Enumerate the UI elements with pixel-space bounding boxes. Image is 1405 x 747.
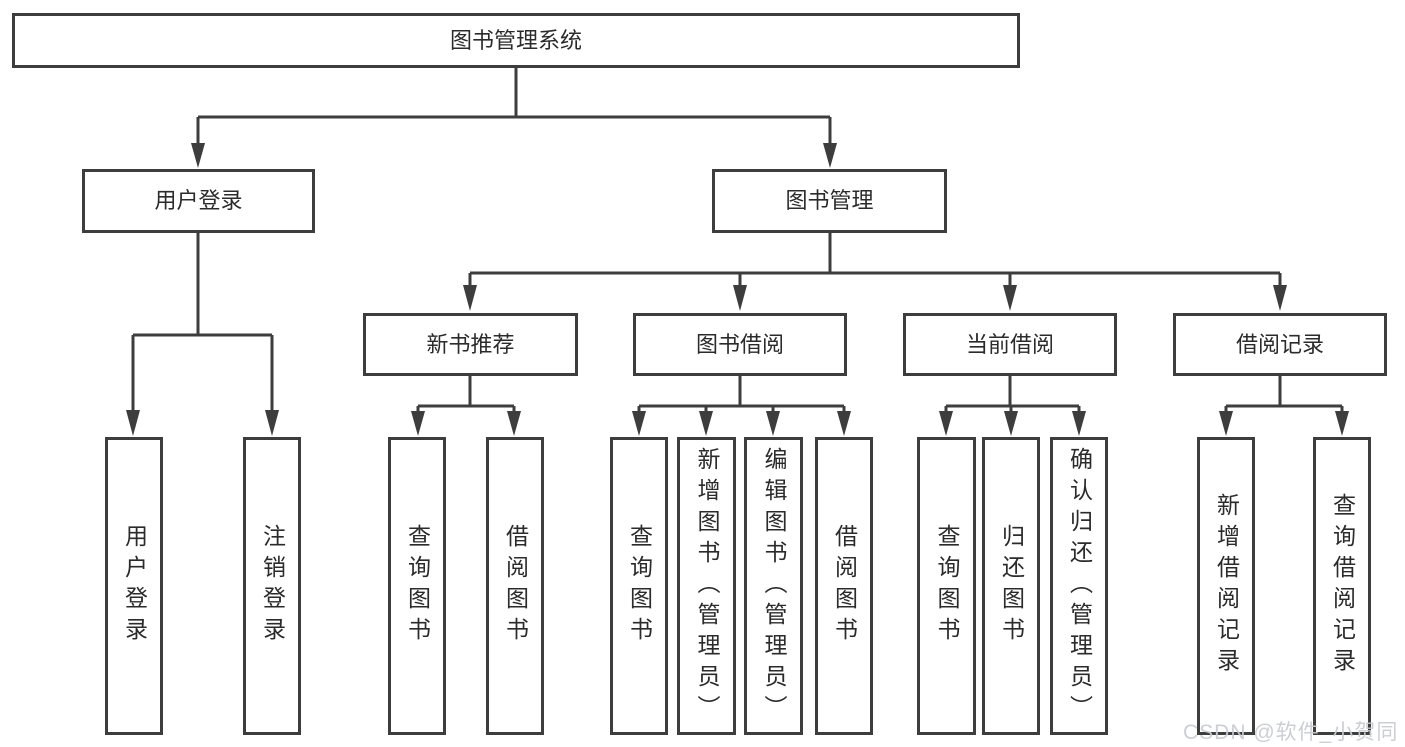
node-leaf-borrow-book-1: 借阅图书 (486, 437, 544, 735)
arrowhead-icon (837, 411, 851, 436)
arrowhead-icon (766, 411, 780, 436)
node-leaf-query-book-2: 查询图书 (610, 437, 668, 735)
node-leaf-borrow-book-2: 借阅图书 (815, 437, 873, 735)
connector-borrow-records-to-leaves (1224, 376, 1344, 413)
arrowhead-icon (1072, 411, 1086, 436)
node-user-login: 用户登录 (82, 169, 315, 233)
node-new-book-recommend: 新书推荐 (363, 313, 578, 376)
arrowhead-icon (265, 410, 279, 436)
connector-book-mgmt-to-level3 (468, 233, 1282, 287)
connector-current-borrow-to-leaves (944, 376, 1081, 413)
node-book-borrow: 图书借阅 (633, 313, 847, 376)
node-leaf-return-book: 归还图书 (982, 437, 1040, 735)
arrowhead-icon (823, 143, 837, 168)
arrowhead-icon (411, 411, 425, 436)
node-leaf-logout: 注销登录 (243, 437, 301, 735)
arrowhead-icon (1219, 411, 1233, 436)
arrowhead-icon (1335, 411, 1349, 436)
node-leaf-add-book-admin: 新增图书（管理员） (677, 437, 736, 735)
arrowhead-icon (126, 410, 140, 436)
node-leaf-add-borrow-record: 新增借阅记录 (1197, 437, 1255, 735)
connector-user-login-to-leaves (131, 233, 274, 412)
csdn-watermark: CSDN @软件_小贺同学 (1183, 721, 1399, 744)
arrowhead-icon (939, 411, 953, 436)
connector-book-borrow-to-leaves (637, 376, 846, 413)
arrowhead-icon (191, 143, 205, 168)
arrowhead-icon (1004, 411, 1018, 436)
node-leaf-query-book-3: 查询图书 (917, 437, 976, 735)
arrowhead-icon (463, 285, 477, 311)
arrowhead-icon (507, 411, 521, 436)
node-leaf-edit-book-admin: 编辑图书（管理员） (744, 437, 803, 735)
arrowheads (126, 143, 1349, 436)
connector-root-to-level2 (196, 68, 832, 145)
arrowhead-icon (632, 411, 646, 436)
node-library-management-system: 图书管理系统 (12, 13, 1020, 68)
node-leaf-query-book-1: 查询图书 (388, 437, 446, 735)
arrowhead-icon (1003, 285, 1017, 311)
arrowhead-icon (1273, 285, 1287, 311)
connector-new-book-to-leaves (416, 376, 516, 413)
node-book-management: 图书管理 (712, 169, 947, 233)
node-leaf-query-borrow-record: 查询借阅记录 (1313, 437, 1371, 735)
node-leaf-confirm-return-admin: 确认归还（管理员） (1050, 437, 1108, 735)
arrowhead-icon (733, 285, 747, 311)
node-borrow-records: 借阅记录 (1173, 313, 1387, 376)
node-leaf-user-login: 用户登录 (105, 437, 163, 735)
node-current-borrow: 当前借阅 (903, 313, 1117, 376)
arrowhead-icon (699, 411, 713, 436)
